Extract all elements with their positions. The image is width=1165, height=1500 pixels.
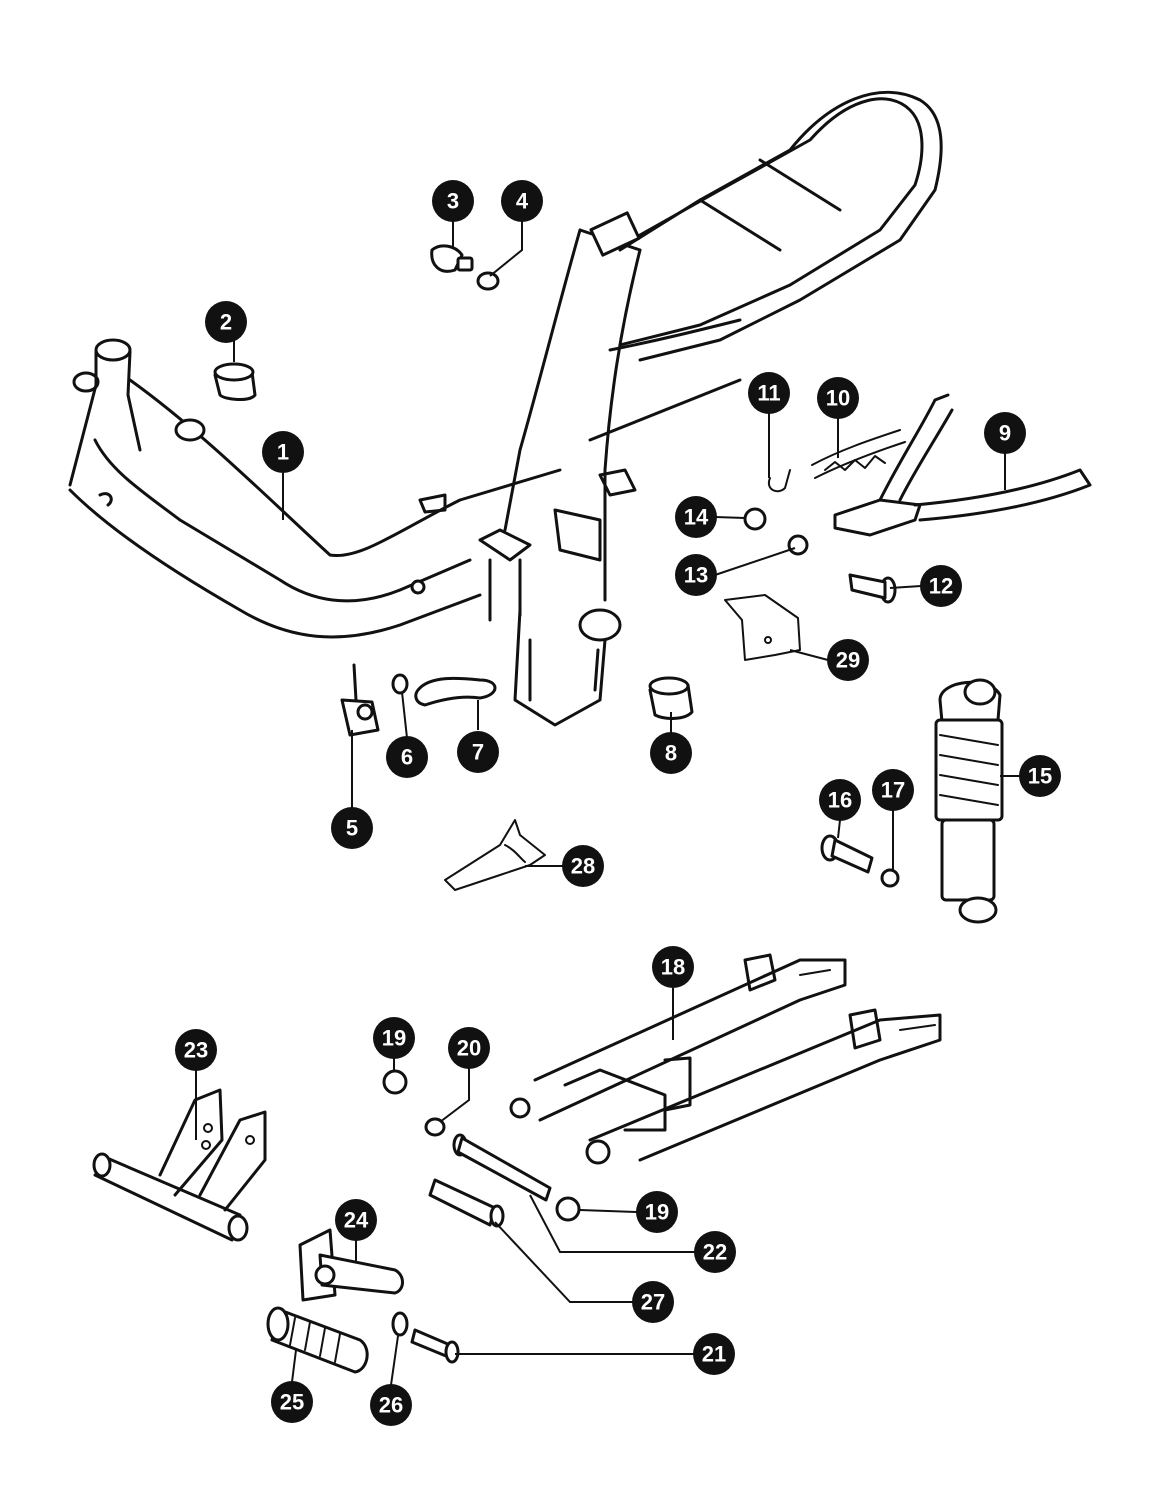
callout-label: 28 (571, 854, 595, 879)
part-20-washer (424, 1117, 446, 1137)
callout-11: 11 (748, 372, 790, 414)
callout-label: 4 (516, 189, 529, 214)
part-10-spring (811, 429, 906, 479)
part-25-rubber-grip (266, 1306, 369, 1374)
part-19-nut-upper (382, 1069, 408, 1095)
callout-label: 11 (757, 381, 780, 406)
callout-19-lower: 19 (636, 1191, 678, 1233)
part-18-swing-arm (509, 953, 942, 1165)
callout-25: 25 (271, 1381, 313, 1423)
part-6-ring (391, 673, 409, 695)
callout-15: 15 (1019, 755, 1061, 797)
part-21-bolt (410, 1328, 460, 1364)
callout-label: 2 (220, 310, 232, 335)
callout-16: 16 (819, 779, 861, 821)
callout-label: 8 (665, 741, 677, 766)
callout-1: 1 (262, 431, 304, 473)
part-22-long-bolt (452, 1133, 552, 1202)
callout-14: 14 (675, 496, 717, 538)
part-5-lever (340, 663, 380, 737)
callout-label: 14 (684, 505, 709, 530)
callout-29: 29 (827, 639, 869, 681)
callout-9: 9 (984, 412, 1026, 454)
callout-23: 23 (175, 1029, 217, 1071)
callout-label: 7 (472, 740, 484, 765)
callout-17: 17 (872, 769, 914, 811)
callout-label: 22 (703, 1240, 727, 1265)
callout-19-upper: 19 (373, 1017, 415, 1059)
callout-27: 27 (632, 1281, 674, 1323)
callout-4: 4 (501, 180, 543, 222)
part-11-clip (767, 469, 791, 493)
callout-6: 6 (386, 736, 428, 778)
callout-18: 18 (652, 946, 694, 988)
callout-24: 24 (335, 1199, 377, 1241)
callout-13: 13 (675, 554, 717, 596)
callout-7: 7 (457, 731, 499, 773)
callout-label: 21 (702, 1342, 726, 1367)
part-4-ring (476, 271, 500, 291)
callout-label: 26 (379, 1393, 403, 1418)
part-8-bushing (648, 676, 694, 720)
callout-label: 5 (346, 816, 358, 841)
callout-label: 12 (929, 574, 953, 599)
part-28-bracket-plate (444, 819, 546, 891)
callout-8: 8 (650, 732, 692, 774)
callout-label: 18 (661, 955, 685, 980)
callout-12: 12 (920, 565, 962, 607)
part-9-side-stand (833, 393, 1092, 537)
callout-5: 5 (331, 807, 373, 849)
callout-label: 29 (836, 648, 860, 673)
callout-22: 22 (694, 1231, 736, 1273)
callout-20: 20 (448, 1027, 490, 1069)
callout-28: 28 (562, 845, 604, 887)
callout-label: 1 (277, 440, 289, 465)
callout-label: 9 (999, 421, 1011, 446)
part-2-bushing (213, 362, 257, 401)
part-16-bolt (820, 834, 874, 874)
part-19-nut-lower (555, 1196, 581, 1222)
callout-label: 15 (1028, 764, 1052, 789)
part-23-footrest-bracket (92, 1088, 267, 1242)
callout-label: 3 (447, 189, 459, 214)
callout-label: 16 (828, 788, 852, 813)
part-17-nut (880, 868, 900, 888)
part-26-washer (391, 1311, 409, 1337)
part-12-bolt (848, 573, 897, 604)
callout-label: 13 (684, 563, 708, 588)
callout-label: 10 (826, 386, 850, 411)
callout-label: 19 (382, 1026, 406, 1051)
callout-2: 2 (205, 301, 247, 343)
callout-21: 21 (693, 1333, 735, 1375)
part-15-shock-absorber (934, 678, 1004, 924)
main-frame (68, 90, 943, 727)
callout-26: 26 (370, 1384, 412, 1426)
part-29-bracket (724, 594, 801, 661)
callout-label: 17 (881, 778, 905, 803)
part-3-knob (430, 244, 474, 273)
part-13-nut (787, 534, 809, 556)
part-24-footpeg (298, 1228, 404, 1302)
callout-3: 3 (432, 180, 474, 222)
callout-label: 20 (457, 1036, 481, 1061)
part-7-hose (414, 676, 497, 707)
callout-10: 10 (817, 377, 859, 419)
callout-label: 27 (641, 1290, 665, 1315)
callout-label: 23 (184, 1038, 208, 1063)
callout-label: 6 (401, 745, 413, 770)
callout-label: 25 (280, 1390, 304, 1415)
leader-lines (195, 220, 1020, 1386)
part-14-nut (743, 507, 767, 531)
callout-label: 19 (645, 1200, 669, 1225)
part-27-tube (428, 1178, 505, 1228)
callout-label: 24 (344, 1208, 369, 1233)
